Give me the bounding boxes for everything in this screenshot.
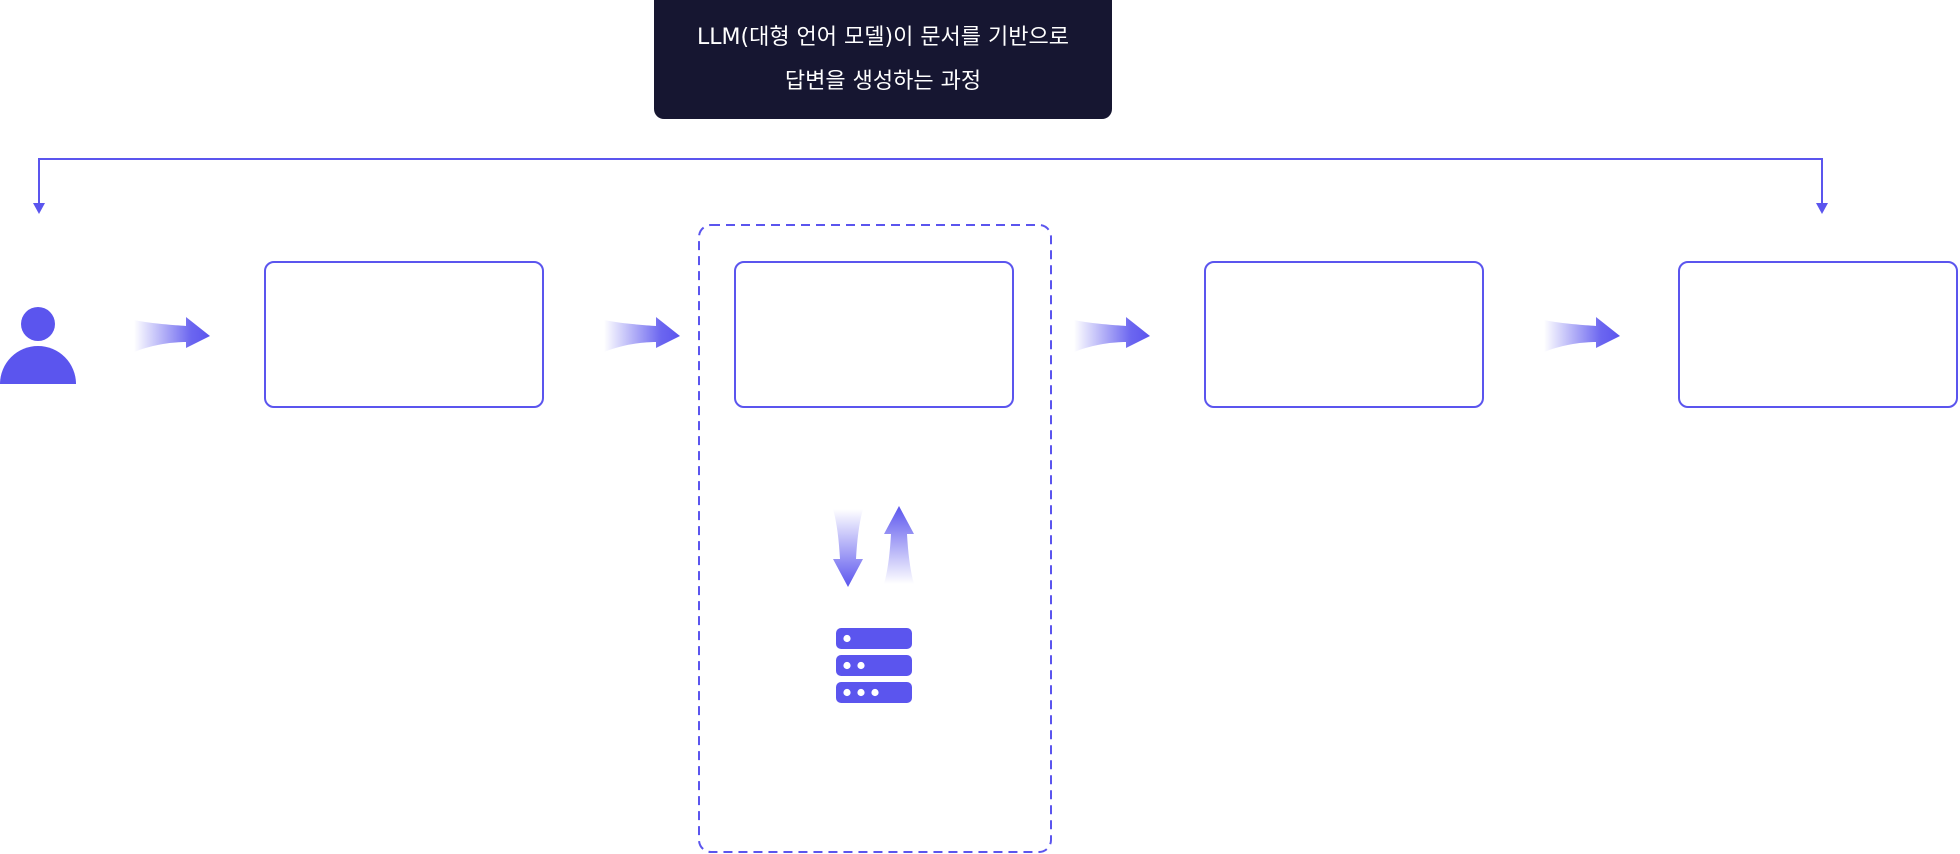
loop-arrowhead-right bbox=[1816, 203, 1828, 214]
step-box-1 bbox=[264, 261, 544, 408]
user-icon bbox=[0, 307, 76, 384]
query-down-arrow bbox=[833, 509, 863, 587]
diagram-title-box: LLM(대형 언어 모델)이 문서를 기반으로 답변을 생성하는 과정 bbox=[654, 0, 1112, 119]
step-box-4 bbox=[1678, 261, 1958, 408]
step-box-2 bbox=[734, 261, 1014, 408]
flow-arrow-2 bbox=[604, 317, 680, 352]
flow-arrow-3 bbox=[1074, 317, 1150, 352]
loop-arrowhead-left bbox=[33, 203, 45, 214]
title-line-2: 답변을 생성하는 과정 bbox=[784, 68, 982, 94]
feedback-loop-connector bbox=[33, 158, 1828, 214]
retrieval-group-outline bbox=[698, 224, 1052, 853]
database-server-icon bbox=[836, 628, 912, 703]
flow-arrow-4 bbox=[1544, 317, 1620, 352]
title-line-1: LLM(대형 언어 모델)이 문서를 기반으로 bbox=[697, 24, 1069, 50]
result-up-arrow bbox=[884, 506, 914, 584]
flow-arrow-1 bbox=[134, 317, 210, 352]
step-box-3 bbox=[1204, 261, 1484, 408]
